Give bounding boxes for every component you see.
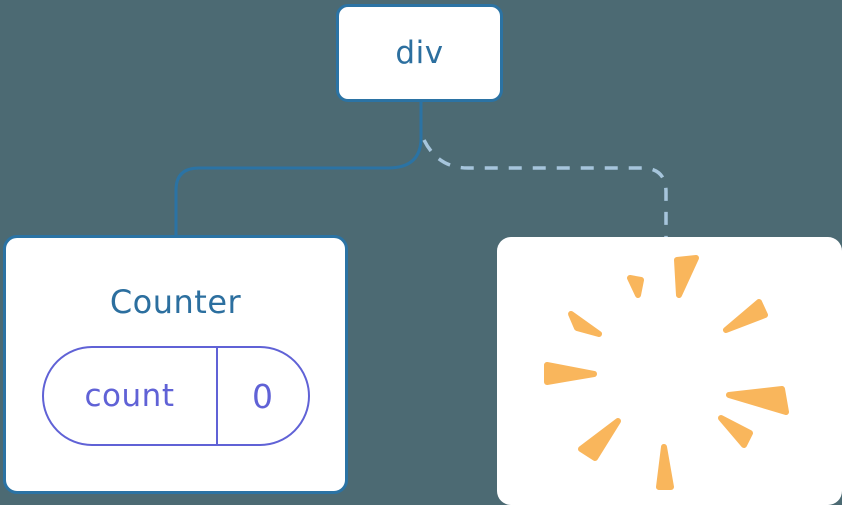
poof-ray: [674, 255, 699, 298]
connector-solid-line: [174, 101, 423, 236]
state-value-label: 0: [215, 348, 308, 444]
poof-ray: [718, 415, 753, 448]
poof-ray: [723, 299, 768, 333]
poof-ray: [578, 418, 621, 461]
connector-dashed-line: [422, 139, 668, 238]
root-node-div: div: [336, 4, 503, 102]
state-name-label: count: [84, 378, 175, 414]
poof-ray: [656, 444, 674, 490]
counter-title: Counter: [109, 283, 242, 321]
removed-component-card: [497, 237, 842, 505]
poof-ray: [627, 275, 644, 298]
poof-ray: [568, 311, 602, 337]
root-node-label: div: [395, 35, 444, 71]
state-pill: count 0: [41, 346, 310, 446]
counter-component-card: Counter count 0: [3, 235, 348, 494]
poof-icon: [544, 255, 789, 490]
poof-ray: [726, 386, 789, 415]
poof-ray: [544, 362, 597, 385]
